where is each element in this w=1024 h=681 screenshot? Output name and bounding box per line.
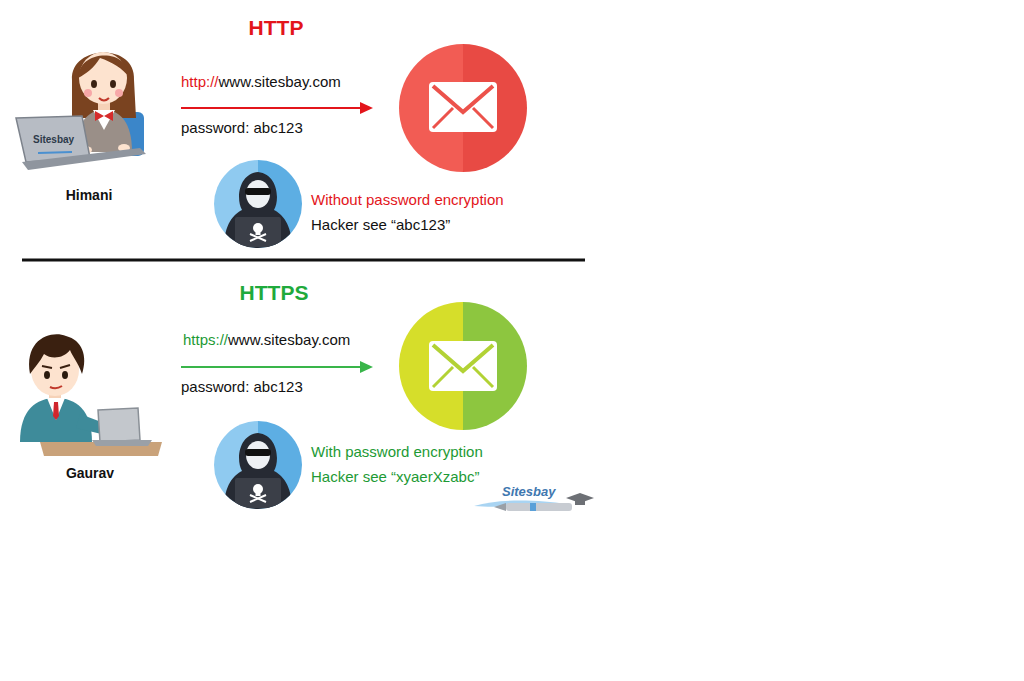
password-text: password: abc123 bbox=[181, 119, 303, 137]
mail-icon-green bbox=[399, 302, 527, 430]
status-note: With password encryption bbox=[311, 443, 483, 461]
https-arrow bbox=[181, 361, 373, 373]
divider-line bbox=[22, 259, 585, 262]
password-text: password: abc123 bbox=[181, 378, 303, 396]
section-heading: HTTPS bbox=[240, 280, 309, 305]
laptop-logo: Sitesbay bbox=[33, 134, 74, 146]
http-arrow bbox=[181, 102, 373, 114]
url-host: www.sitesbay.com bbox=[228, 331, 350, 349]
section-heading: HTTP bbox=[249, 15, 304, 40]
person-name: Himani bbox=[66, 187, 113, 204]
hacker-icon bbox=[214, 421, 302, 509]
person-name: Gaurav bbox=[66, 465, 114, 482]
hacker-note: Hacker see “abc123” bbox=[311, 216, 450, 234]
url-host: www.sitesbay.com bbox=[219, 73, 341, 91]
url-scheme: http:// bbox=[181, 73, 219, 91]
hacker-icon bbox=[214, 160, 302, 248]
mail-icon-red bbox=[399, 44, 527, 172]
url-scheme: https:// bbox=[183, 331, 228, 349]
watermark: Sitesbay bbox=[502, 484, 555, 500]
hacker-note: Hacker see “xyaerXzabc” bbox=[311, 468, 479, 486]
status-note: Without password encryption bbox=[311, 191, 504, 209]
man-figure bbox=[20, 334, 162, 456]
woman-figure bbox=[16, 52, 146, 170]
